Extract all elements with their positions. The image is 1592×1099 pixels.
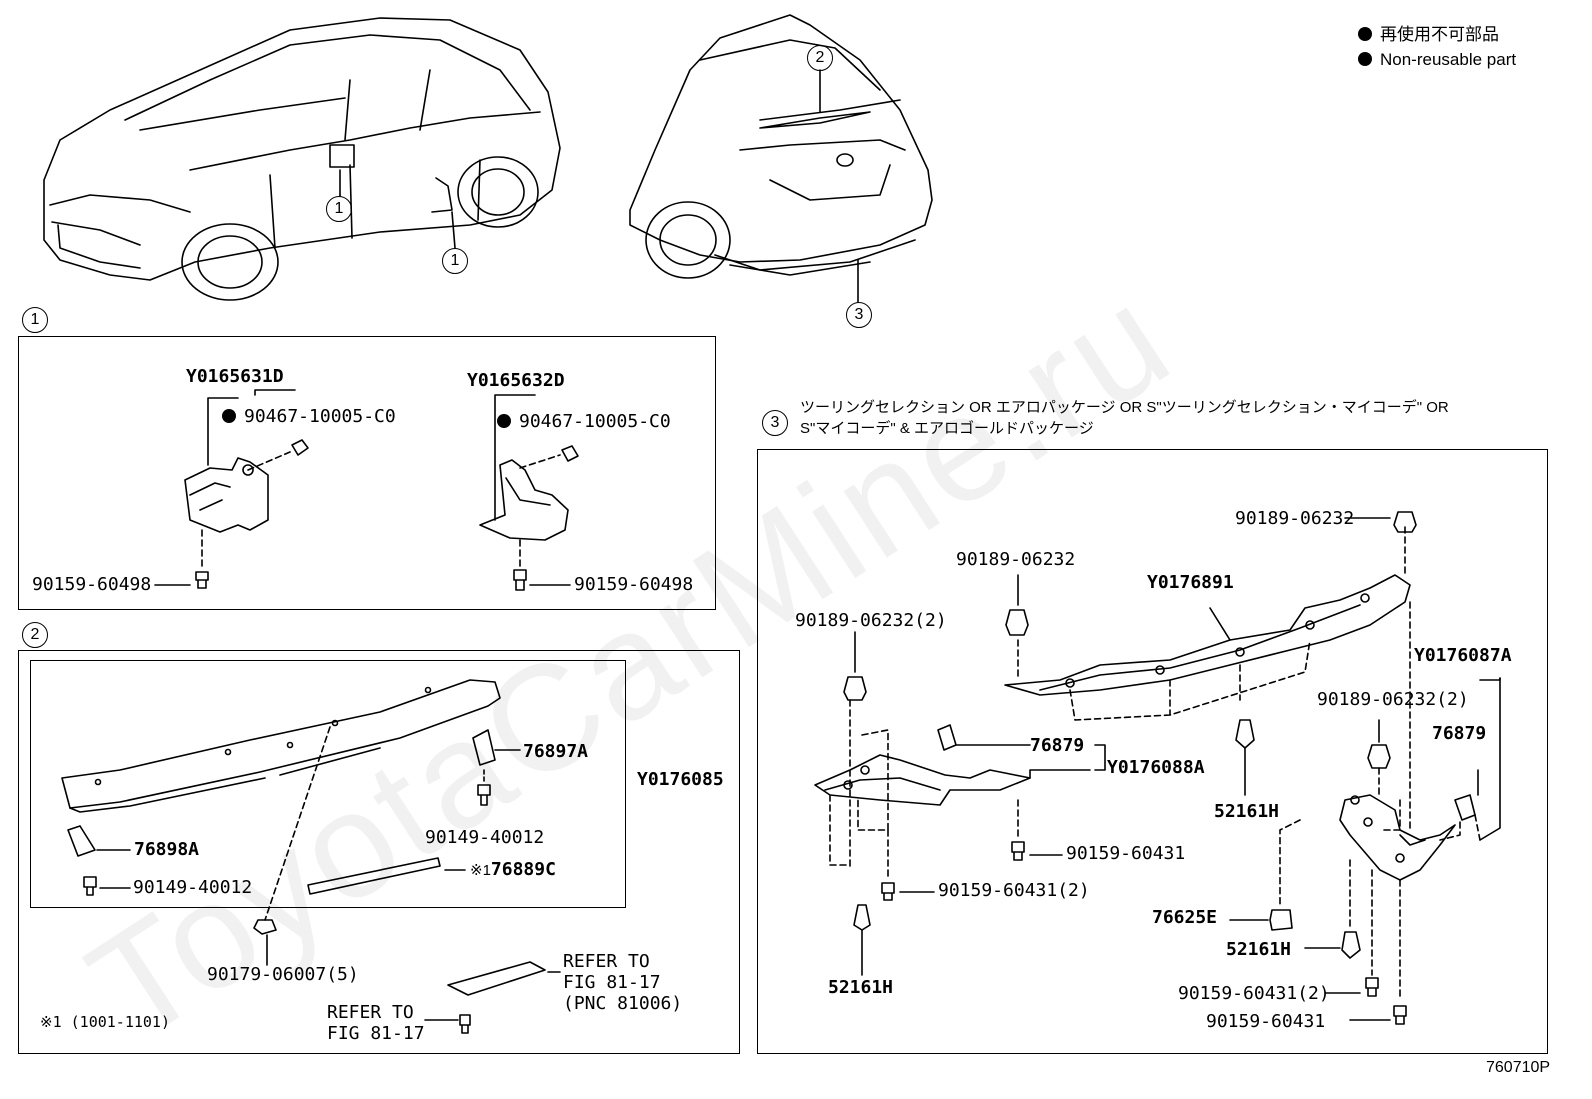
section1-artwork bbox=[154, 389, 579, 591]
section2-inner-box bbox=[30, 660, 626, 908]
callout-1-front-mirror: 1 bbox=[326, 196, 352, 222]
part-76879-right: 76879 bbox=[1432, 723, 1487, 744]
part-76897a: 76897A bbox=[523, 741, 589, 762]
part-y0176085: Y0176085 bbox=[637, 769, 724, 790]
bolt-right: 90467-10005-C0 bbox=[497, 412, 671, 432]
section1-label: 1 bbox=[22, 307, 48, 333]
section2-label: 2 bbox=[22, 622, 48, 648]
legend-jp: 再使用不可部品 bbox=[1358, 25, 1499, 45]
screw-60431-left: 90159-60431(2) bbox=[938, 880, 1090, 901]
section3-label: 3 bbox=[762, 410, 788, 436]
clip-52161h-left: 52161H bbox=[828, 977, 894, 998]
part-76625e: 76625E bbox=[1152, 907, 1218, 928]
rear-car-illustration bbox=[629, 14, 933, 279]
section3-box bbox=[757, 449, 1548, 1054]
non-reusable-dot-icon bbox=[222, 409, 236, 423]
screw-left: 90159-60498 bbox=[32, 574, 152, 595]
section3-header-line1: ツーリングセレクション OR エアロパッケージ OR S"ツーリングセレクション… bbox=[800, 399, 1449, 416]
part-y0176088a: Y0176088A bbox=[1107, 757, 1205, 778]
part-y0165631d: Y0165631D bbox=[186, 366, 284, 387]
bolt-90189-right: 90189-06232(2) bbox=[1317, 689, 1469, 710]
non-reusable-dot-icon bbox=[497, 414, 511, 428]
figure-code: 760710P bbox=[1486, 1059, 1551, 1076]
refer-to-81006-line1: REFER TO bbox=[563, 951, 650, 972]
legend-en: Non-reusable part bbox=[1358, 50, 1516, 70]
part-76898a: 76898A bbox=[134, 839, 200, 860]
part-y0165632d: Y0165632D bbox=[467, 370, 565, 391]
bolt-90189-top: 90189-06232 bbox=[1235, 508, 1355, 529]
clip-52161h-center: 52161H bbox=[1214, 801, 1280, 822]
part-76879-center: 76879 bbox=[1030, 735, 1085, 756]
non-reusable-dot-icon bbox=[1358, 52, 1372, 66]
footnote: ※1 (1001-1101) bbox=[40, 1013, 170, 1031]
refer-to-81006-line3: (PNC 81006) bbox=[563, 993, 683, 1014]
section3-header-line2: S"マイコーデ" & エアロゴールドパッケージ bbox=[800, 420, 1094, 437]
screw-60431-center: 90159-60431 bbox=[1066, 843, 1186, 864]
clip-52161h-right: 52161H bbox=[1226, 939, 1292, 960]
callout-3-rear: 3 bbox=[846, 302, 872, 328]
clip-90179: 90179-06007(5) bbox=[207, 964, 359, 985]
screw-90149-upper: 90149-40012 bbox=[425, 827, 545, 848]
screw-right: 90159-60498 bbox=[574, 574, 694, 595]
refer-to-fig-line1: REFER TO bbox=[327, 1002, 414, 1023]
section1-box bbox=[18, 336, 716, 610]
callout-2-rear: 2 bbox=[807, 45, 833, 71]
section3-artwork bbox=[814, 511, 1501, 1025]
screw-60431-right: 90159-60431 bbox=[1206, 1011, 1326, 1032]
bolt-90189-left: 90189-06232(2) bbox=[795, 610, 947, 631]
part-y0176891: Y0176891 bbox=[1147, 572, 1234, 593]
section2-artwork bbox=[61, 679, 561, 1034]
part-76889c: ※176889C bbox=[470, 859, 556, 880]
refer-to-fig-line2: FIG 81-17 bbox=[327, 1023, 425, 1044]
callout-1-front-sill: 1 bbox=[442, 248, 468, 274]
bolt-90189-mid: 90189-06232 bbox=[956, 549, 1076, 570]
part-y0176087a: Y0176087A bbox=[1414, 645, 1512, 666]
section2-box bbox=[18, 650, 740, 1054]
front-car-illustration bbox=[43, 17, 561, 301]
refer-to-81006-line2: FIG 81-17 bbox=[563, 972, 661, 993]
non-reusable-dot-icon bbox=[1358, 27, 1372, 41]
screw-60431-right-2: 90159-60431(2) bbox=[1178, 983, 1330, 1004]
screw-90149-lower: 90149-40012 bbox=[133, 877, 253, 898]
bolt-left: 90467-10005-C0 bbox=[222, 407, 396, 427]
